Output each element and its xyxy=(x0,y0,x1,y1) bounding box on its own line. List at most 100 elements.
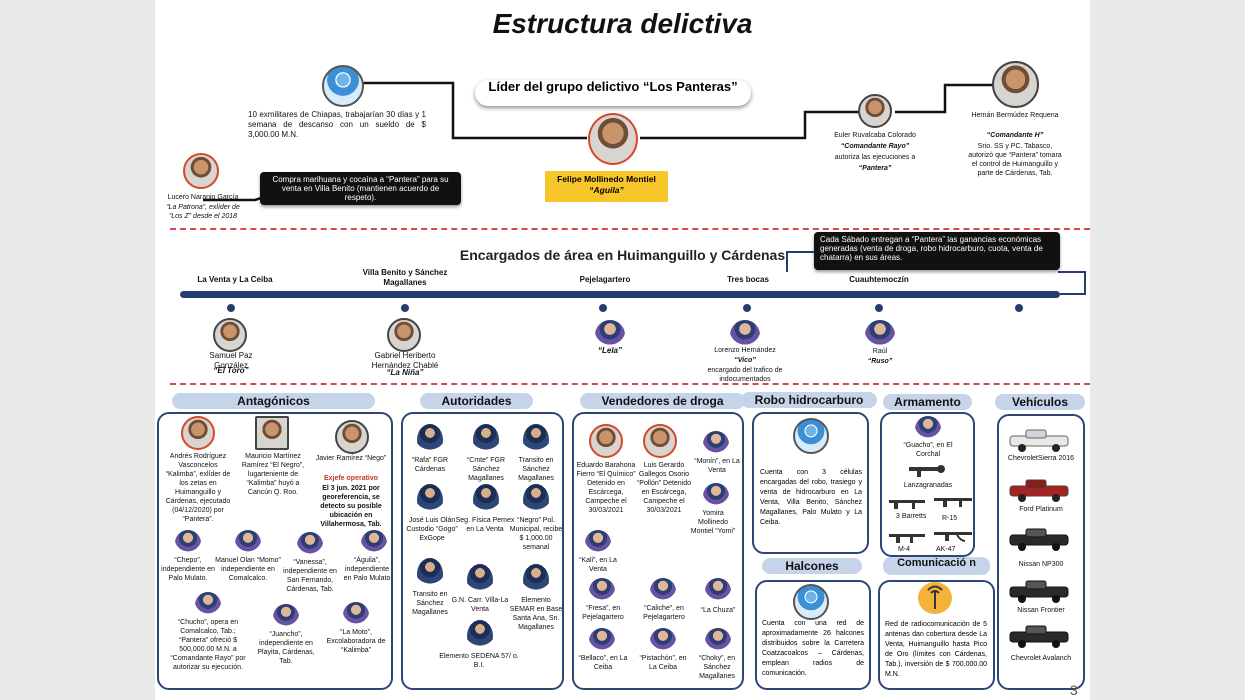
manager-person-ruso xyxy=(865,320,895,350)
kali-person xyxy=(585,530,611,556)
area-label-villabenito: Villa Benito y Sánchez Magallanes xyxy=(362,268,448,287)
autoridad-7: Transito en Sánchez Magallanes xyxy=(412,591,448,616)
lamoto-person xyxy=(343,602,369,628)
javier-name: Javier Ramírez “Nego” xyxy=(315,455,387,462)
autoridad-2: “Cmte” FGR Sánchez Magallanes xyxy=(466,457,506,482)
euler-target: “Pantera” xyxy=(858,165,892,172)
police-icon xyxy=(523,424,549,456)
rifle-icon xyxy=(888,494,926,510)
vendedor-1: Eduardo Barahona Fierro “El Químico” Det… xyxy=(576,462,636,514)
police-icon xyxy=(473,424,499,456)
manager-alias-nina: “La Niña” xyxy=(386,368,424,377)
vehiculo-4: Nissan Frontier xyxy=(1017,607,1065,614)
mauricio-text: Mauricio Martínez Ramírez “El Negro”, lu… xyxy=(241,453,305,496)
vendedor-4: Yomira Mollinedo Montiel “Yomi” xyxy=(690,510,736,535)
area-timeline xyxy=(180,291,1060,298)
javier-op: Exjefe operativo xyxy=(323,475,379,482)
autoridad-8: G.N. Carr. Villa-La Venta xyxy=(451,597,509,613)
leader-label: Líder del grupo delictivo “Los Panteras” xyxy=(475,80,751,106)
arma-lanzagranadas: Lanzagranadas xyxy=(903,482,953,489)
mauricio-photo xyxy=(255,416,289,450)
bellaco-person xyxy=(589,628,615,654)
exmilitares-icon xyxy=(322,65,364,107)
lamoto-text: “La Moto”, Excolaboradora de “Kalimba” xyxy=(326,629,386,654)
manager-alias-ruso: “Ruso” xyxy=(867,358,893,365)
header-armamento: Armamento xyxy=(883,394,972,410)
connector-lines xyxy=(203,81,1086,295)
exmilitares-text: 10 exmilitares de Chiapas, trabajarían 3… xyxy=(248,110,426,139)
vehiculo-3: Nissan NP300 xyxy=(1018,561,1064,568)
vendedor-6: “Fresa”, en Pejelagartero xyxy=(582,605,624,621)
timeline-dot xyxy=(1015,304,1023,312)
vendedor-10: “Pistachón”, en La Ceiba xyxy=(639,655,687,671)
vendedor-9: “Bellaco”, en La Ceiba xyxy=(578,655,628,671)
diagram-page: Estructura delictiva Líder del grupo del… xyxy=(155,0,1090,700)
arma-r15: R-15 xyxy=(942,515,958,522)
vendedor-2: Luis Gerardo Gallegos Osorio “Pollón” De… xyxy=(636,462,692,514)
choky-person xyxy=(705,628,731,654)
header-robo: Robo hidrocarburo xyxy=(741,392,877,408)
chucho-text: “Chucho”, opera en Comalcalco, Tab.; “Pa… xyxy=(170,619,246,671)
halcones-desc: Cuenta con una red de aproximadamente 26… xyxy=(762,620,864,677)
manager-name-toro: Samuel Paz González xyxy=(209,351,253,370)
monin-person xyxy=(703,431,729,457)
vendedor-7: “Caliche”, en Pejelagartero xyxy=(643,605,685,621)
vendedor-11: “Choky”, en Sánchez Magallanes xyxy=(698,655,736,680)
robo-icon xyxy=(793,418,829,454)
pistachon-person xyxy=(650,628,676,654)
chuza-person xyxy=(705,578,731,604)
autoridad-1: “Rafa” FGR Cárdenas xyxy=(411,457,449,473)
police-icon xyxy=(473,484,499,516)
area-label-laventa: La Venta y La Ceiba xyxy=(197,275,273,284)
leader-alias: “Aguila” xyxy=(589,185,624,195)
police-icon xyxy=(417,484,443,516)
header-vehiculos: Vehículos xyxy=(995,394,1085,410)
leader-name-box: Felipe Mollinedo Montiel “Aguila” xyxy=(545,171,668,202)
juancho-text: “Juancho”, independiente en Playita, Cár… xyxy=(257,631,315,665)
timeline-dot xyxy=(743,304,751,312)
euler-name: Euler Ruvalcaba Colorado xyxy=(834,132,916,139)
fresa-person xyxy=(589,578,615,604)
vehiculo-1: ChevroletSierra 2016 xyxy=(1007,455,1075,462)
pollon-photo xyxy=(643,424,677,458)
yomi-person xyxy=(703,483,729,509)
antenna-icon xyxy=(918,582,952,614)
euler-alias: “Comandante Rayo” xyxy=(840,143,910,150)
vanessa-person xyxy=(297,532,323,558)
euler-photo xyxy=(858,94,892,128)
comunicacion-desc: Red de radiocomunicación de 5 antenas da… xyxy=(885,621,987,678)
autoridad-4: José Luis Olán Custodio “Gogo” ExGope xyxy=(406,517,458,542)
area-label-cuauhtemoczin: Cuauhtemoczín xyxy=(849,275,909,284)
manager-alias-toro: “El Toro” xyxy=(213,366,249,375)
vanessa-text: “Vanessa”, independiente en San Fernando… xyxy=(283,559,337,593)
halcones-icon xyxy=(793,584,829,620)
hernan-photo xyxy=(992,61,1039,108)
arma-ak47: AK-47 xyxy=(936,546,956,553)
guacho-text: “Guacho”, en El Corchal xyxy=(903,442,953,458)
vendedor-8: “La Chuza” xyxy=(700,607,736,614)
autoridad-3: Transito en Sánchez Magallanes xyxy=(518,457,554,482)
lucero-name: Lucero Naranjo García xyxy=(167,194,239,201)
autoridad-9: Elemento SEMAR en Base Santa Ana, Sn. Ma… xyxy=(509,597,563,631)
saturday-box: Cada Sábado entregan a “Pantera” las gan… xyxy=(814,232,1060,270)
timeline-dot xyxy=(599,304,607,312)
autoridad-5: Seg. Física Pemex en La Venta xyxy=(455,517,515,533)
timeline-dot xyxy=(875,304,883,312)
buy-box: Compra marihuana y cocaína a “Pantera” p… xyxy=(260,172,461,205)
header-comunicacion: Comunicació n xyxy=(883,557,990,575)
timeline-dot xyxy=(401,304,409,312)
panel-comunicacion xyxy=(878,580,995,690)
aguila2-text: “Águila”, independiente en Palo Mulato xyxy=(343,557,391,582)
manager-photo-nina xyxy=(387,318,421,352)
javier-desc: El 3 jun. 2021 por georeferencia, se det… xyxy=(320,485,382,528)
arma-barretts: 3 Barretts xyxy=(896,513,927,520)
divider-top xyxy=(170,228,1090,230)
caliche-person xyxy=(650,578,676,604)
robo-desc: Cuenta con 3 células encargadas del robo… xyxy=(760,469,862,526)
manager-name-vico: Lorenzo Hernández xyxy=(714,347,776,354)
areas-title: Encargados de área en Huimanguillo y Cár… xyxy=(459,247,786,263)
andres-text: Andrés Rodríguez Vasconcelos “Kalimba”, … xyxy=(165,453,231,523)
police-icon xyxy=(523,484,549,516)
aguila2-person xyxy=(361,530,387,556)
manager-person-vico xyxy=(730,320,760,350)
